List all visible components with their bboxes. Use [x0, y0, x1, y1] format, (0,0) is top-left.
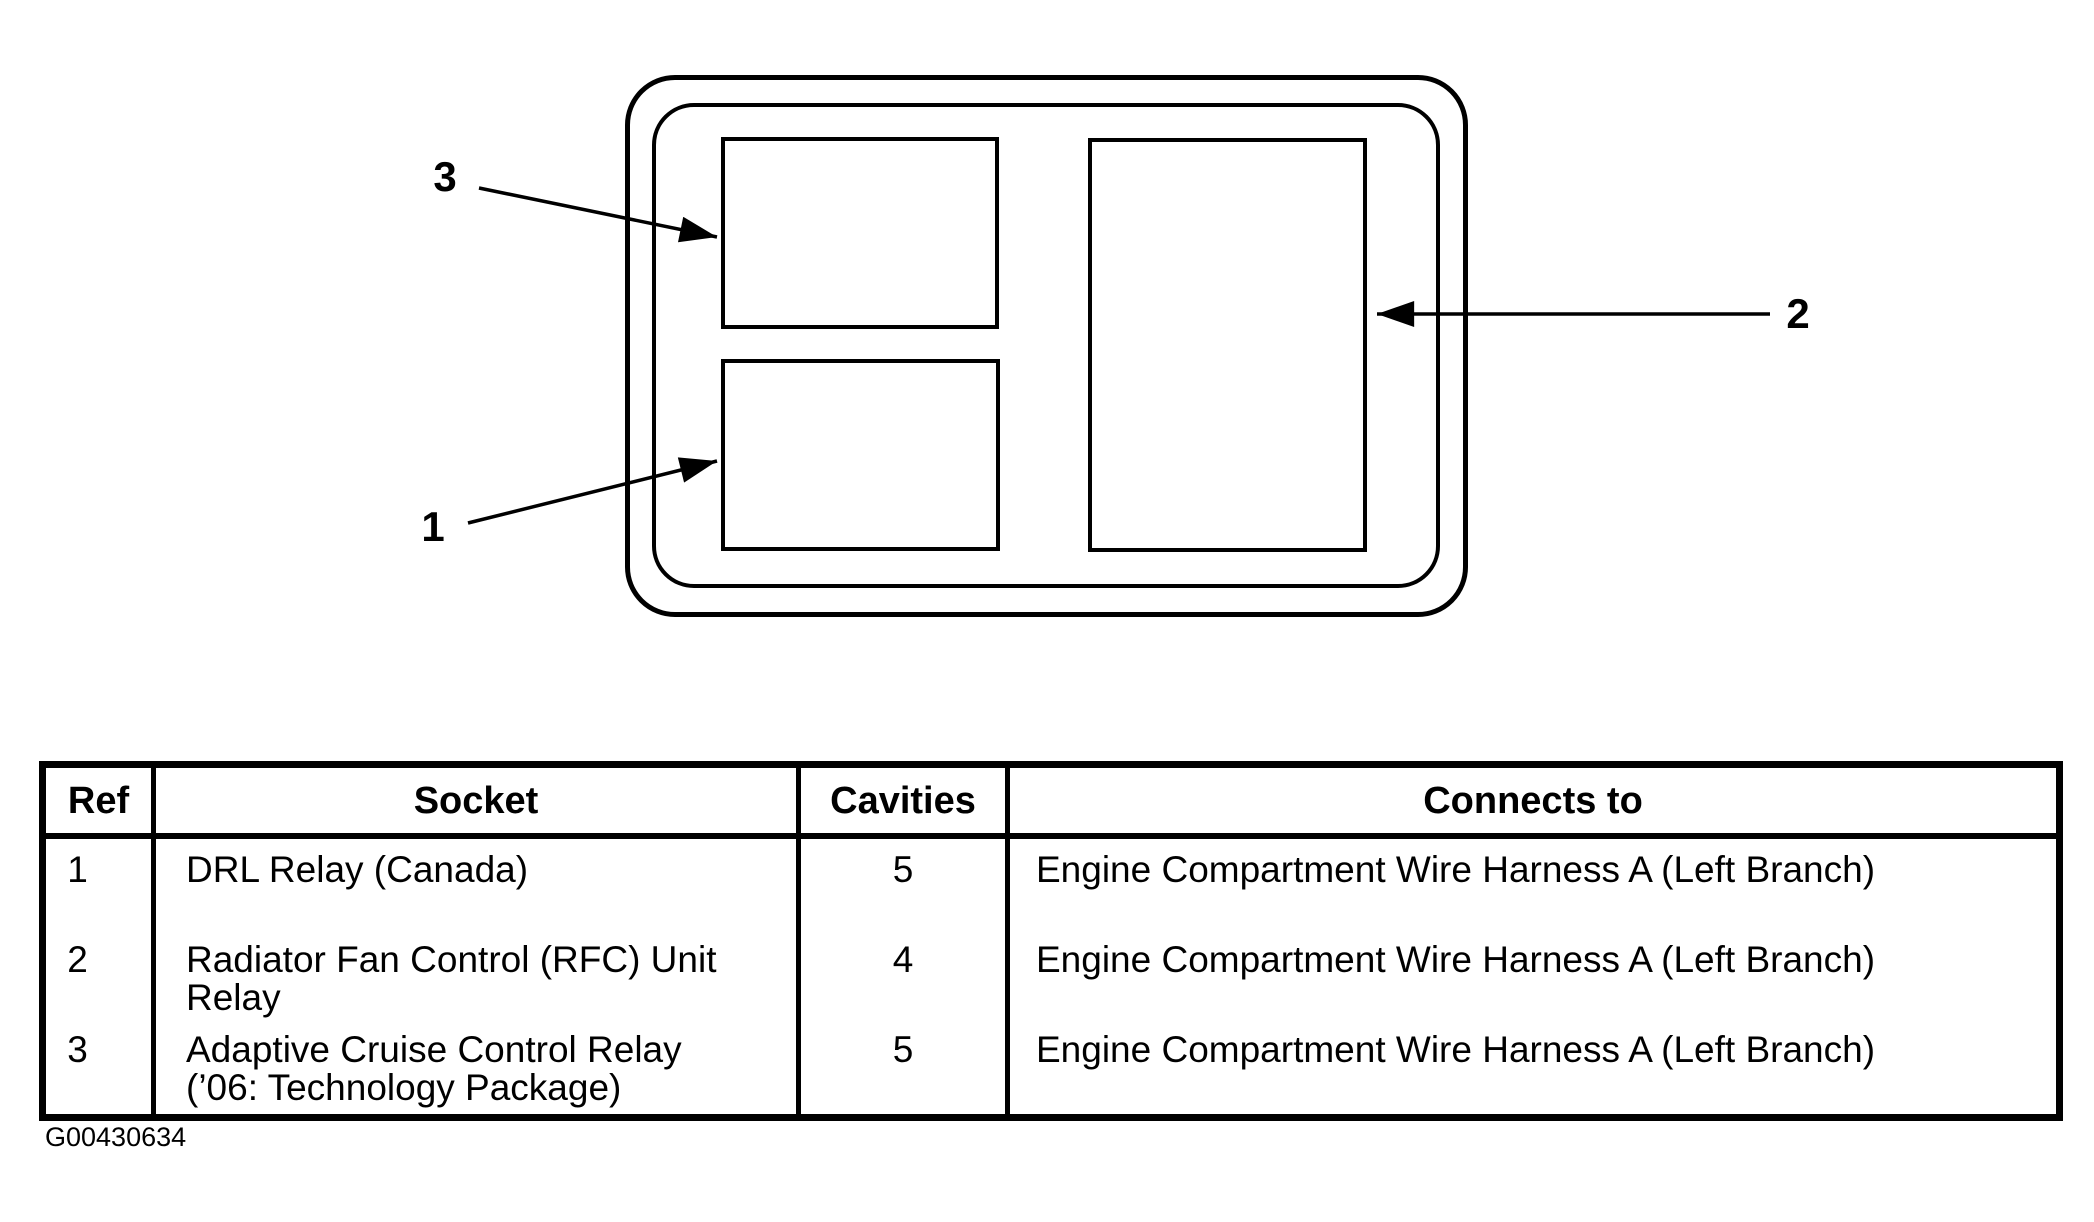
cavities-cell: 5 — [796, 839, 1005, 939]
socket-text-line2: (’06: Technology Package) — [186, 1067, 622, 1108]
socket-text-line1: DRL Relay (Canada) — [186, 849, 529, 890]
table-row: 1 DRL Relay (Canada) 5 Engine Compartmen… — [46, 839, 2056, 939]
ref-cell: 1 — [67, 849, 88, 890]
socket-text-line1: Adaptive Cruise Control Relay — [186, 1029, 682, 1070]
ref-cell: 3 — [67, 1029, 88, 1070]
header-connects-to: Connects to — [1005, 768, 2056, 833]
callout-label-2: 2 — [1786, 290, 1810, 337]
socket-3-adaptive-cruise-control-relay — [721, 137, 999, 329]
cavities-cell: 5 — [796, 1029, 1005, 1114]
cavities-cell: 4 — [796, 939, 1005, 1029]
socket-2-rfc-unit-relay — [1088, 138, 1367, 552]
header-ref: Ref — [67, 779, 130, 822]
connects-cell: Engine Compartment Wire Harness A (Left … — [1005, 939, 2056, 1029]
relay-box-diagram: 3 1 2 — [421, 75, 1810, 617]
table-header-row: Ref Socket Cavities Connects to — [46, 768, 2056, 839]
table-row: 3 Adaptive Cruise Control Relay (’06: Te… — [46, 1029, 2056, 1114]
connects-cell: Engine Compartment Wire Harness A (Left … — [1005, 839, 2056, 939]
ref-cell: 2 — [67, 939, 88, 980]
socket-text-line2: Relay — [186, 977, 281, 1018]
socket-cell: Adaptive Cruise Control Relay (’06: Tech… — [151, 1029, 796, 1114]
socket-text-line1: Radiator Fan Control (RFC) Unit — [186, 939, 717, 980]
callout-label-3: 3 — [433, 153, 457, 200]
header-cavities: Cavities — [796, 768, 1005, 833]
table-row: 2 Radiator Fan Control (RFC) Unit Relay … — [46, 939, 2056, 1029]
figure-id: G00430634 — [45, 1122, 187, 1152]
callout-label-1: 1 — [421, 503, 445, 550]
header-socket: Socket — [151, 768, 796, 833]
socket-cell: DRL Relay (Canada) — [151, 839, 796, 939]
socket-1-drl-relay — [721, 359, 1000, 551]
socket-reference-table: Ref Socket Cavities Connects to 1 DRL Re… — [39, 761, 2063, 1121]
connects-cell: Engine Compartment Wire Harness A (Left … — [1005, 1029, 2056, 1114]
socket-cell: Radiator Fan Control (RFC) Unit Relay — [151, 939, 796, 1029]
